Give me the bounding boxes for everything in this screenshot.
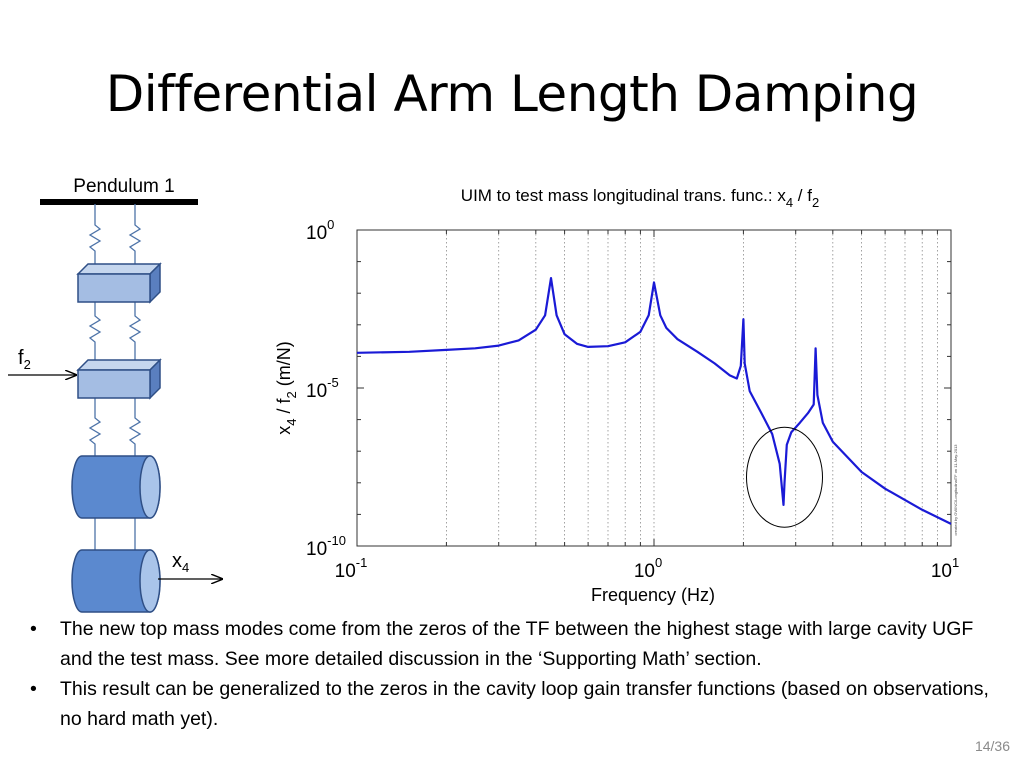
x-tick-label: 10-1 [335, 555, 368, 582]
bullet-item: This result can be generalized to the ze… [30, 674, 990, 734]
y-tick-label-base: 10 [306, 223, 327, 244]
x-tick-label-base: 10 [634, 561, 655, 582]
spring-3a [88, 398, 102, 458]
bullet-list: The new top mass modes come from the zer… [30, 614, 990, 734]
test-mass-cylinder [71, 549, 161, 613]
chart-title-main: UIM to test mass longitudinal trans. fun… [461, 186, 787, 205]
y-tick-label-exp: -10 [327, 533, 346, 548]
spring-2b [128, 302, 142, 362]
chart-title-sub1: 4 [786, 195, 793, 210]
x-tick-label: 100 [634, 555, 662, 582]
watermark-text: created by GWINC/LongitudinalTF on 11-Ma… [953, 444, 958, 536]
spring-1a [88, 204, 102, 268]
y-axis-label-sub2: 2 [284, 391, 299, 398]
y-axis-label-a: x [274, 426, 294, 435]
y-tick-label-exp: 0 [327, 217, 334, 232]
spring-3b [128, 398, 142, 458]
x-tick-label-base: 10 [931, 561, 952, 582]
pendulum-diagram: Pendulum 1 [8, 176, 222, 613]
series-line-transfer-function [356, 277, 952, 525]
y-tick-label-base: 10 [306, 381, 327, 402]
bullet-item: The new top mass modes come from the zer… [30, 614, 990, 674]
y-tick-label-exp: -5 [327, 375, 339, 390]
spring-2a [88, 302, 102, 362]
displacement-label-main: x [172, 550, 182, 572]
top-mass [76, 262, 162, 304]
force-label-main: f [18, 347, 24, 369]
y-axis-label-c: (m/N) [274, 341, 294, 391]
chart-title-mid: / f [793, 186, 812, 205]
force-label-sub: 2 [24, 357, 31, 372]
displacement-label-sub: 4 [182, 560, 189, 575]
displacement-label: x4 [172, 550, 189, 575]
y-axis-label-b: / f [274, 397, 294, 418]
annotation-ellipse [746, 426, 823, 528]
force-label: f2 [18, 347, 31, 372]
y-tick-label: 10-10 [306, 533, 346, 560]
grid-lines [446, 230, 938, 546]
spring-1b [128, 204, 142, 268]
x-tick-label-exp: 0 [655, 555, 662, 570]
y-tick-label: 10-5 [306, 375, 339, 402]
x-tick-label: 101 [931, 555, 959, 582]
y-tick-label: 100 [306, 217, 334, 244]
x-tick-label-exp: 1 [952, 555, 959, 570]
chart-title: UIM to test mass longitudinal trans. fun… [461, 186, 819, 210]
y-tick-label-base: 10 [306, 539, 327, 560]
x-axis-label: Frequency (Hz) [591, 585, 715, 605]
x-tick-label-exp: -1 [356, 555, 368, 570]
axis-ticks [356, 229, 951, 547]
page-number: 14/36 [974, 738, 1010, 754]
x-tick-label-base: 10 [335, 561, 356, 582]
penultimate-mass-cylinder [71, 455, 161, 519]
slide-title: Differential Arm Length Damping [105, 65, 919, 123]
y-axis-label: x4 / f2 (m/N) [274, 341, 299, 434]
transfer-function-chart: UIM to test mass longitudinal trans. fun… [274, 186, 959, 605]
pendulum-label: Pendulum 1 [73, 176, 174, 197]
uim-mass [76, 358, 162, 400]
y-axis-label-sub1: 4 [284, 419, 299, 426]
chart-title-sub2: 2 [812, 195, 819, 210]
suspension-springs [88, 204, 142, 550]
